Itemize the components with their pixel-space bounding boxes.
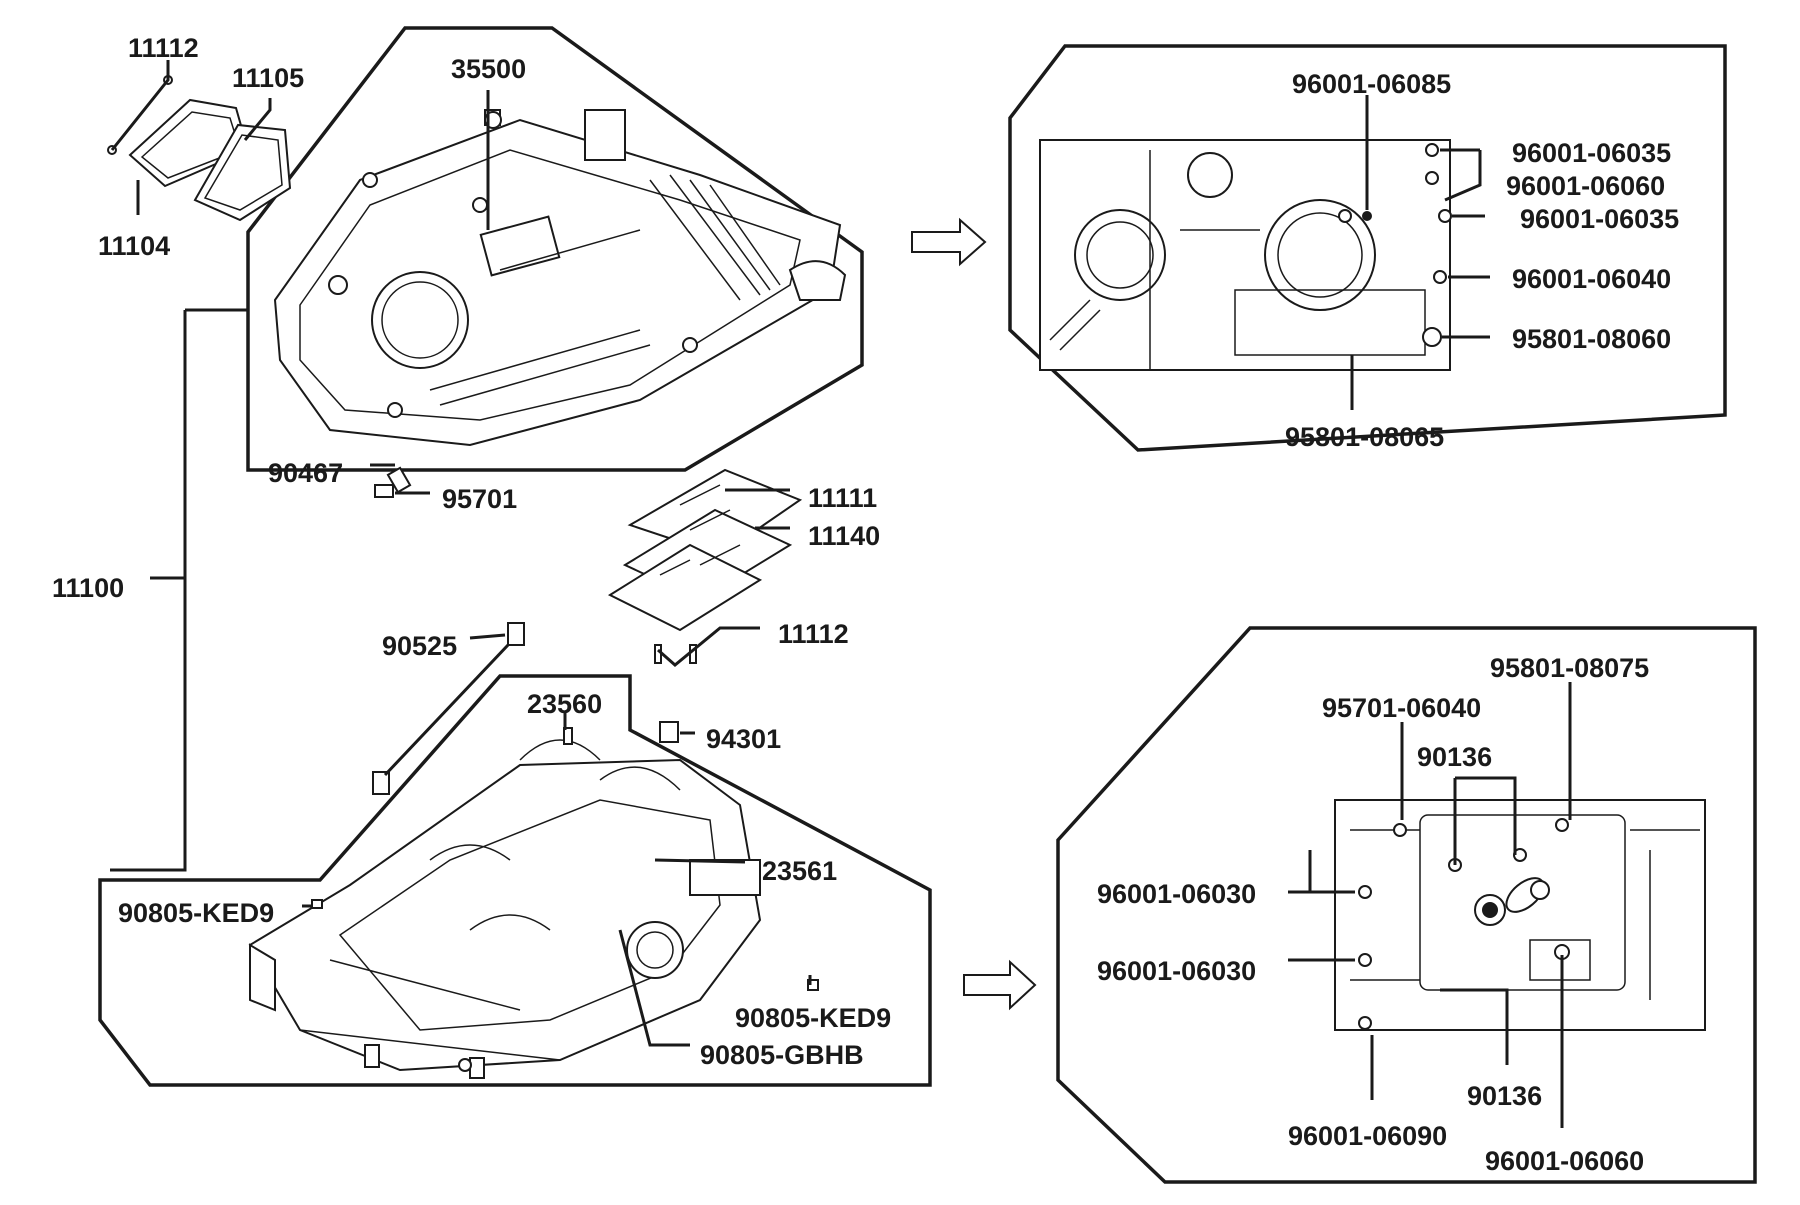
label-90136-bottom: 90136 xyxy=(1467,1081,1542,1111)
label-23561: 23561 xyxy=(762,856,837,886)
label-11104: 11104 xyxy=(98,231,170,261)
label-95701-06040: 95701-06040 xyxy=(1322,693,1481,723)
upper-crankcase-drawing xyxy=(273,109,847,447)
label-35500: 35500 xyxy=(451,54,526,84)
leader-lines xyxy=(110,60,1572,1128)
label-95801-08060: 95801-08060 xyxy=(1512,324,1671,354)
label-90525: 90525 xyxy=(382,631,457,661)
part-number-labels: 11112 11105 11104 35500 11100 90467 9570… xyxy=(52,33,1679,1176)
label-96001-06090: 96001-06090 xyxy=(1288,1121,1447,1151)
lower-crankcase-drawing xyxy=(248,739,762,1079)
label-95801-08065: 95801-08065 xyxy=(1285,422,1444,452)
label-90805-ked9-a: 90805-KED9 xyxy=(118,898,274,928)
label-95801-08075: 95801-08075 xyxy=(1490,653,1649,683)
reed-valve-plates xyxy=(607,468,803,664)
label-96001-06040: 96001-06040 xyxy=(1512,264,1671,294)
label-11111: 11111 xyxy=(808,483,877,513)
label-11112-top: 11112 xyxy=(128,33,199,63)
top-right-crankcase-view xyxy=(1039,139,1452,371)
label-96001-06035-b: 96001-06035 xyxy=(1520,204,1679,234)
label-96001-06060: 96001-06060 xyxy=(1506,171,1665,201)
bottom-right-crankcase-view xyxy=(1334,799,1706,1031)
label-11112-mid: 11112 xyxy=(778,619,849,649)
label-94301: 94301 xyxy=(706,724,781,754)
label-96001-06085: 96001-06085 xyxy=(1292,69,1451,99)
label-96001-06030-b: 96001-06030 xyxy=(1097,956,1256,986)
arrow-icon xyxy=(911,217,987,267)
label-90805-gbhb: 90805-GBHB xyxy=(700,1040,864,1070)
label-96001-06060-br: 96001-06060 xyxy=(1485,1146,1644,1176)
label-96001-06035-a: 96001-06035 xyxy=(1512,138,1671,168)
label-90805-ked9-b: 90805-KED9 xyxy=(735,1003,891,1033)
label-90467: 90467 xyxy=(268,458,343,488)
label-95701: 95701 xyxy=(442,484,517,514)
label-11100: 11100 xyxy=(52,573,124,603)
label-11105: 11105 xyxy=(232,63,304,93)
label-90136-top: 90136 xyxy=(1417,742,1492,772)
gasket-parts-11104-11105 xyxy=(107,75,292,222)
small-bolts-dowels xyxy=(311,466,819,991)
label-96001-06030-a: 96001-06030 xyxy=(1097,879,1256,909)
label-11140: 11140 xyxy=(808,521,880,551)
arrow-icon xyxy=(963,959,1037,1011)
label-23560: 23560 xyxy=(527,689,602,719)
